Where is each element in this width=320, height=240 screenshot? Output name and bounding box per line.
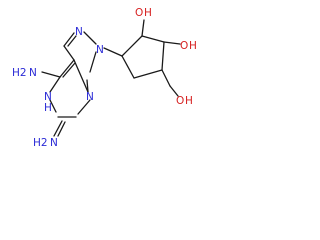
atom-label-h2n-top: H2 N <box>12 67 37 79</box>
svg-text:H: H <box>44 102 52 114</box>
bond <box>86 79 89 93</box>
svg-text:H: H <box>144 7 152 19</box>
bond <box>73 59 89 93</box>
bond <box>41 71 61 78</box>
bond <box>49 99 57 113</box>
atom-label-h2n-bottom: H2 N <box>33 137 58 149</box>
svg-text:O: O <box>135 7 143 19</box>
atom-label-n: N <box>75 26 83 38</box>
atom-label-oh-hydroxymethyl: O H <box>176 95 193 107</box>
bond <box>121 55 135 79</box>
cyclopentane-ring-bonds <box>103 35 165 79</box>
bond <box>141 35 165 43</box>
hydroxyl-bonds <box>141 19 181 97</box>
svg-text:H: H <box>185 95 193 107</box>
bond <box>67 35 77 47</box>
bond <box>53 120 63 137</box>
atom-label-n: N <box>96 44 104 56</box>
bond <box>59 59 75 78</box>
bond <box>77 99 91 115</box>
bond <box>169 85 179 97</box>
svg-text:O: O <box>180 40 188 52</box>
bond <box>133 69 163 79</box>
pyrimidine-ring-bonds <box>49 59 91 118</box>
bond <box>62 62 76 78</box>
bond <box>49 76 61 93</box>
imidazole-ring-bonds <box>63 31 97 73</box>
atom-label-oh-right: O H <box>180 40 197 52</box>
bond <box>89 51 97 73</box>
bond <box>161 41 165 71</box>
bond <box>121 35 143 57</box>
atom-label-n: N <box>86 91 94 103</box>
svg-text:N: N <box>44 91 52 103</box>
bond <box>83 31 97 45</box>
amino-bonds <box>41 71 66 137</box>
svg-text:H: H <box>189 40 197 52</box>
bond <box>57 121 66 137</box>
atom-label-nh: N H <box>44 91 52 114</box>
bond <box>163 41 181 45</box>
bond <box>63 32 75 47</box>
bond <box>103 47 123 57</box>
molecule-structure: N N N N H H2 N H2 N O H O H O H <box>12 7 197 149</box>
bond <box>141 19 145 37</box>
svg-text:H2: H2 <box>12 67 27 79</box>
bond <box>63 45 75 61</box>
svg-text:N: N <box>29 67 37 79</box>
atom-label-oh-left: O H <box>135 7 152 19</box>
bond <box>161 69 171 87</box>
svg-text:N: N <box>50 137 58 149</box>
svg-text:O: O <box>176 95 184 107</box>
svg-text:H2: H2 <box>33 137 48 149</box>
